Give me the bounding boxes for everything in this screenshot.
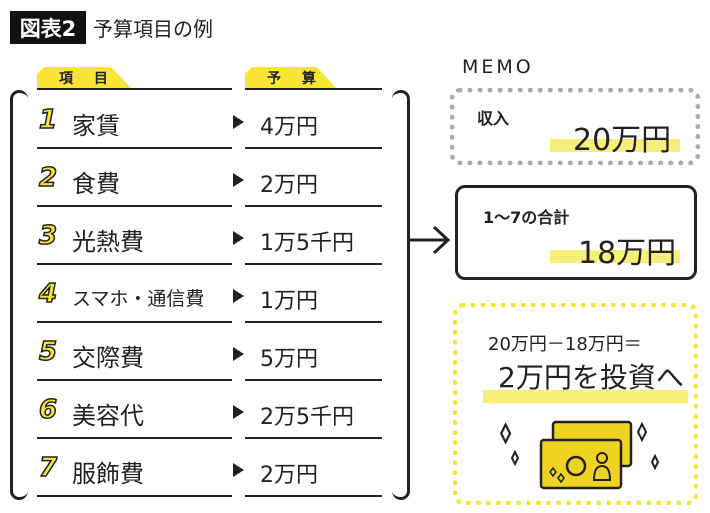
item-label: スマホ・通信費 bbox=[72, 288, 205, 310]
divider bbox=[245, 495, 382, 497]
divider bbox=[37, 263, 232, 265]
row-number: 7 bbox=[38, 452, 58, 484]
divider bbox=[245, 437, 382, 439]
highlight bbox=[483, 390, 688, 403]
triangle-bullet-icon bbox=[233, 231, 244, 245]
item-label: 服飾費 bbox=[72, 460, 144, 488]
income-value: 20万円 bbox=[573, 123, 672, 158]
item-label: 家賃 bbox=[72, 112, 120, 140]
highlight bbox=[550, 250, 680, 263]
divider bbox=[37, 379, 232, 381]
item-label: 交際費 bbox=[72, 344, 144, 372]
divider bbox=[245, 379, 382, 381]
divider bbox=[245, 147, 382, 149]
divider bbox=[37, 437, 232, 439]
memo-title: MEMO bbox=[462, 56, 534, 78]
triangle-bullet-icon bbox=[233, 347, 244, 361]
row-number: 1 bbox=[38, 104, 58, 136]
divider bbox=[37, 205, 232, 207]
column-header-budget: 予 算 bbox=[245, 67, 337, 89]
row-number: 3 bbox=[38, 220, 58, 252]
divider bbox=[245, 205, 382, 207]
result-text: 2万円を投資へ bbox=[498, 361, 684, 394]
calculation-text: 20万円－18万円＝ bbox=[488, 334, 642, 355]
right-bracket bbox=[392, 90, 410, 500]
budget-amount: 2万円 bbox=[260, 463, 318, 488]
budget-amount: 2万円 bbox=[260, 173, 318, 198]
divider bbox=[37, 321, 232, 323]
income-box: 収入 20万円 bbox=[450, 88, 700, 165]
row-number: 4 bbox=[38, 278, 58, 310]
total-value: 18万円 bbox=[578, 236, 677, 271]
budget-amount: 5万円 bbox=[260, 347, 318, 372]
left-bracket bbox=[10, 90, 28, 500]
triangle-bullet-icon bbox=[233, 463, 244, 477]
divider bbox=[37, 147, 232, 149]
triangle-bullet-icon bbox=[233, 173, 244, 187]
money-bills-icon bbox=[488, 420, 660, 490]
row-number: 5 bbox=[38, 336, 58, 368]
highlight bbox=[550, 139, 680, 152]
investment-box: 20万円－18万円＝ 2万円を投資へ bbox=[453, 303, 698, 505]
column-header-item: 項 目 bbox=[37, 67, 132, 89]
row-number: 6 bbox=[38, 394, 58, 426]
item-label: 光熱費 bbox=[72, 228, 144, 256]
budget-amount: 1万円 bbox=[260, 289, 318, 314]
divider bbox=[37, 88, 232, 90]
divider bbox=[37, 495, 232, 497]
divider bbox=[245, 88, 382, 90]
triangle-bullet-icon bbox=[233, 289, 244, 303]
total-box: 1〜7の合計 18万円 bbox=[455, 185, 697, 280]
divider bbox=[245, 263, 382, 265]
page-title: 予算項目の例 bbox=[93, 17, 213, 41]
triangle-bullet-icon bbox=[233, 115, 244, 129]
triangle-bullet-icon bbox=[233, 405, 244, 419]
income-label: 収入 bbox=[477, 109, 510, 128]
divider bbox=[245, 321, 382, 323]
row-number: 2 bbox=[38, 162, 58, 194]
item-label: 食費 bbox=[72, 170, 120, 198]
arrow-right-icon bbox=[410, 225, 451, 255]
item-label: 美容代 bbox=[72, 402, 144, 430]
budget-amount: 1万5千円 bbox=[260, 231, 354, 256]
budget-amount: 4万円 bbox=[260, 115, 318, 140]
total-label: 1〜7の合計 bbox=[483, 208, 570, 227]
budget-amount: 2万5千円 bbox=[260, 405, 354, 430]
figure-label: 図表2 bbox=[10, 11, 86, 44]
